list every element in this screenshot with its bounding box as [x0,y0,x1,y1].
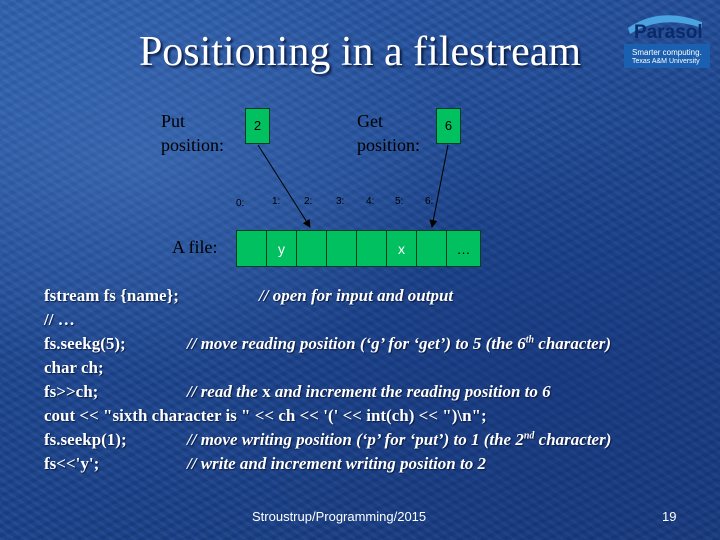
logo-tagline: Smarter computing. [632,48,702,57]
parasol-logo: Parasol Smarter computing. Texas A&M Uni… [620,8,712,70]
logo-university: Texas A&M University [632,58,700,65]
code-line: cout << "sixth character is " << ch << '… [44,406,714,430]
code-text: char ch; [44,358,104,377]
code-line: fstream fs {name}; // open for input and… [44,286,714,310]
code-line: char ch; [44,358,714,382]
index-label: 1: [272,196,281,207]
code-comment: // write and increment writing position … [187,454,486,473]
code-block: fstream fs {name}; // open for input and… [44,286,714,478]
put-arrow [257,144,311,228]
code-line: fs.seekp(1); // move writing position (‘… [44,430,714,454]
index-label: 3: [336,196,345,207]
index-label: 2: [304,196,313,207]
file-cell: x [386,230,417,267]
code-comment: // move writing position (‘p’ for ‘put’)… [187,430,612,449]
index-label: 5: [395,196,404,207]
file-cell [296,230,327,267]
code-text: fstream fs {name}; [44,286,179,305]
get-label-line1: Get [357,111,383,131]
code-text: fs.seekg(5); [44,334,126,353]
code-line: fs.seekg(5); // move reading position (‘… [44,334,714,358]
file-cell [416,230,447,267]
index-label: 6: [425,196,434,207]
code-comment: // move reading position (‘g’ for ‘get’)… [187,334,612,353]
put-label-line1: Put [161,111,186,131]
put-position-box: 2 [245,108,270,144]
put-label-line2: position: [161,135,225,155]
file-cell [356,230,387,267]
code-comment: // open for input and output [259,286,454,305]
code-text: fs>>ch; [44,382,99,401]
index-label: 4: [366,196,375,207]
file-cell-ellipsis: … [446,230,481,267]
get-position-box: 6 [436,108,461,144]
logo-swoosh-icon [624,15,710,68]
code-comment: // read the x and increment the reading … [187,382,551,401]
slide-title: Positioning in a filestream [138,29,582,75]
index-label: 0: [236,198,245,209]
footer-source: Stroustrup/Programming/2015 [252,509,427,524]
code-text: cout << "sixth character is " << ch << '… [44,406,487,425]
code-line: fs<<'y'; // write and increment writing … [44,454,714,478]
logo-name: Parasol [634,22,703,43]
code-line: // … [44,310,714,334]
file-cell: y [266,230,297,267]
get-label-line2: position: [357,135,421,155]
code-text: // … [44,310,75,329]
code-text: fs.seekp(1); [44,430,127,449]
file-label: A file: [172,237,218,257]
page-number: 19 [662,509,677,524]
code-text: fs<<'y'; [44,454,100,473]
get-arrow [429,144,449,228]
code-line: fs>>ch; // read the x and increment the … [44,382,714,406]
